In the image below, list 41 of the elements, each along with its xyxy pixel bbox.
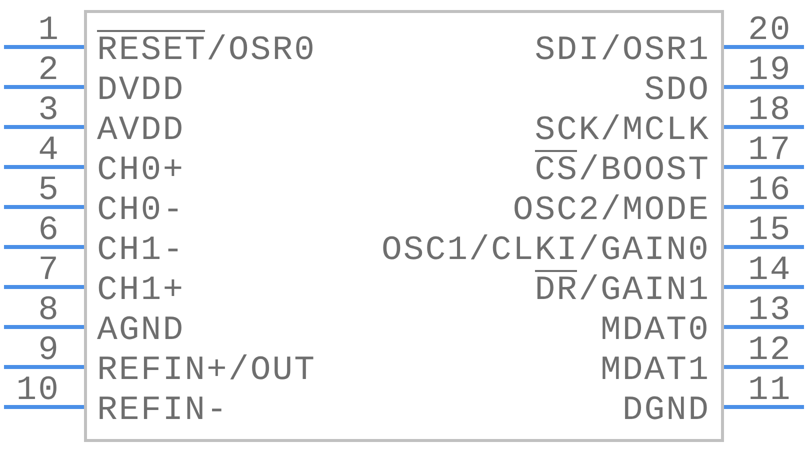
pin-number: 1: [38, 16, 60, 46]
pin-number: 12: [748, 336, 792, 366]
pin-number: 13: [748, 296, 792, 326]
pin-label: CS/BOOST: [534, 156, 710, 186]
pin-label: DR/GAIN1: [534, 276, 710, 306]
pin-label: DGND: [622, 396, 710, 426]
pin-label: OSC2/MODE: [512, 196, 710, 226]
pin-number: 16: [748, 176, 792, 206]
pin-number: 9: [38, 336, 60, 366]
pin-label: REFIN-: [97, 396, 228, 426]
pin-label: CH1+: [97, 276, 185, 306]
pin-label: REFIN+/OUT: [97, 356, 316, 386]
pin-label: SDI/OSR1: [534, 36, 710, 66]
pin-label: RESET/OSR0: [97, 36, 316, 66]
pin-number: 11: [748, 376, 792, 406]
pin-label: CH0-: [97, 196, 185, 226]
pin-number: 20: [748, 16, 792, 46]
pin-label: CH1-: [97, 236, 185, 266]
chip-body: [84, 10, 724, 442]
pin-number: 17: [748, 136, 792, 166]
pin-label: SDO: [644, 76, 710, 106]
pin-label: AVDD: [97, 116, 185, 146]
pin-number: 14: [748, 256, 792, 286]
pin-number: 18: [748, 96, 792, 126]
pin-label: OSC1/CLKI/GAIN0: [381, 236, 710, 266]
pin-number: 7: [38, 256, 60, 286]
pin-number: 5: [38, 176, 60, 206]
pin-label: DVDD: [97, 76, 185, 106]
pin-number: 10: [16, 376, 60, 406]
pin-number: 8: [38, 296, 60, 326]
pin-number: 4: [38, 136, 60, 166]
pin-label: MDAT1: [600, 356, 710, 386]
pin-number: 19: [748, 56, 792, 86]
pin-label: AGND: [97, 316, 185, 346]
pin-label: SCK/MCLK: [534, 116, 710, 146]
pin-label: CH0+: [97, 156, 185, 186]
pin-number: 6: [38, 216, 60, 246]
pin-label: MDAT0: [600, 316, 710, 346]
pin-number: 3: [38, 96, 60, 126]
pin-number: 15: [748, 216, 792, 246]
pin-number: 2: [38, 56, 60, 86]
